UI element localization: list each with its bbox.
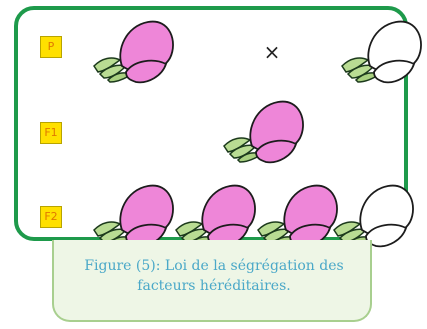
caption-line-2: facteurs héréditaires. <box>137 278 291 294</box>
cross-symbol: × <box>263 40 281 64</box>
parent-white-flower-icon <box>341 20 422 84</box>
f1-generation-label: F1 <box>40 122 62 144</box>
f2-generation-label: F2 <box>40 206 62 228</box>
genetics-cross-panel: P F1 F2 × <box>14 6 422 248</box>
parents-generation-label: P <box>40 36 62 58</box>
figure-caption: Figure (5): Loi de la ségrégation des fa… <box>62 256 366 296</box>
parent-pink-flower-icon <box>93 20 174 84</box>
figure-caption-box: Figure (5): Loi de la ségrégation des fa… <box>52 240 372 322</box>
f1-pink-flower-icon <box>223 100 304 164</box>
caption-line-1: Figure (5): Loi de la ségrégation des <box>84 258 344 274</box>
